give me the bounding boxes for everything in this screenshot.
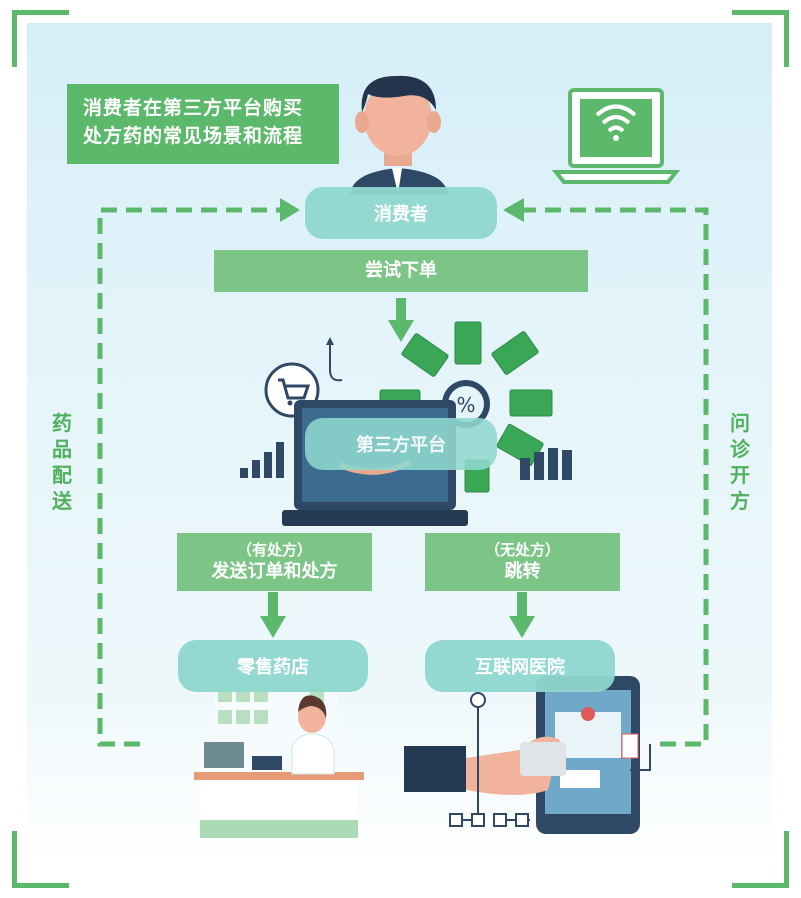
corner-bracket-bottom-left	[12, 831, 69, 888]
hospital-phone-scene	[404, 676, 651, 834]
side-label-drug-delivery: 药 品 配 送	[52, 411, 72, 513]
title-line-2: 处方药的常见场景和流程	[83, 125, 304, 147]
title-line-1: 消费者在第三方平台购买	[83, 97, 304, 119]
growth-bars-icon	[520, 448, 572, 480]
branch-right-label: 跳转	[504, 561, 541, 582]
branch-left-label: 发送订单和处方	[211, 561, 338, 582]
node-internet-hospital: 互联网医院	[425, 640, 615, 692]
branch-left-note: （有处方）	[236, 541, 312, 559]
consumer-person-icon	[350, 75, 448, 195]
pharmacy-scene	[194, 672, 364, 840]
dashed-connectors	[97, 207, 709, 747]
diagram-title: 消费者在第三方平台购买 处方药的常见场景和流程	[67, 84, 339, 164]
node-consumer: 消费者	[305, 187, 497, 239]
step-try-order-label: 尝试下单	[365, 260, 437, 281]
growth-bars-icon	[240, 442, 284, 478]
arrow-down-icon	[388, 320, 414, 342]
arrow-right-icon	[280, 198, 300, 222]
side-label-consult-prescribe: 问 诊 开 方	[730, 411, 750, 513]
node-platform: 第三方平台	[305, 418, 497, 470]
arrow-stem	[396, 298, 406, 324]
branch-without-prescription: （无处方） 跳转	[425, 533, 620, 591]
corner-bracket-top-left	[12, 10, 69, 67]
corner-bracket-top-right	[732, 10, 789, 67]
arrow-down-icon	[509, 616, 535, 638]
step-try-order: 尝试下单	[214, 250, 588, 292]
branch-with-prescription: （有处方） 发送订单和处方	[177, 533, 372, 591]
arrow-left-icon	[503, 198, 524, 222]
arrow-down-icon	[260, 616, 286, 638]
svg-text:%: %	[456, 393, 475, 417]
branch-right-note: （无处方）	[484, 541, 560, 559]
corner-bracket-bottom-right	[732, 831, 789, 888]
node-retail-pharmacy: 零售药店	[178, 640, 368, 692]
laptop-wifi-icon	[551, 88, 681, 184]
